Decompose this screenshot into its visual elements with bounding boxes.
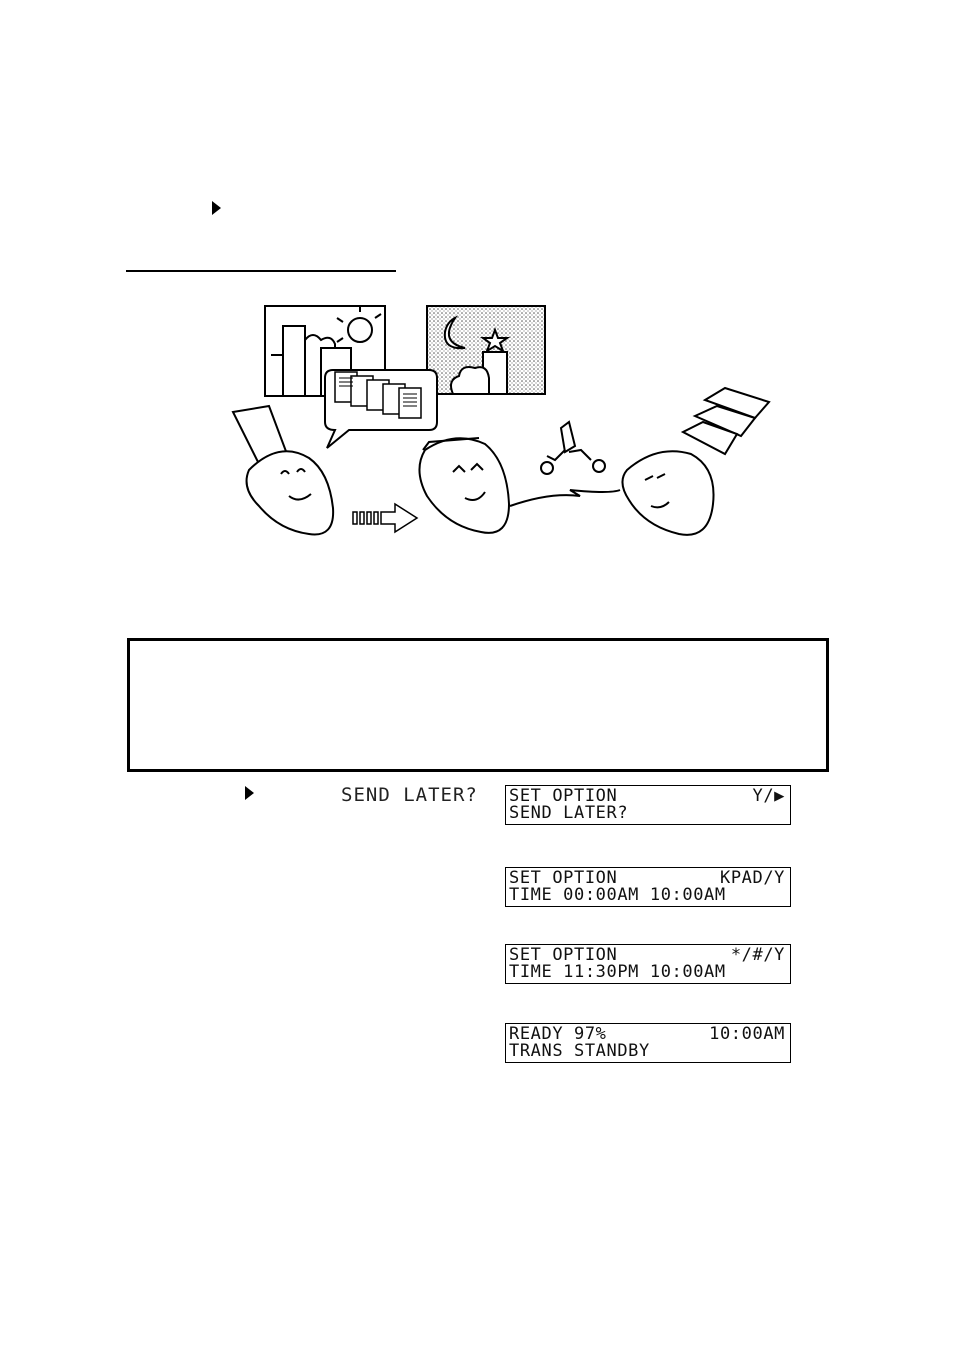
arrow-right-icon	[212, 201, 221, 215]
transfer-arrow-icon	[352, 502, 419, 534]
running-messenger-icon	[540, 420, 606, 475]
nighttime-window	[426, 305, 546, 395]
send-later-illustration	[231, 305, 771, 536]
lcd-display-time-entry: SET OPTION KPAD/Y TIME 00:00AM 10:00AM	[505, 867, 791, 907]
note-box	[127, 638, 829, 772]
send-later-key-label: SEND LATER?	[341, 784, 478, 806]
lcd-line1-right: 10:00AM	[709, 1024, 785, 1044]
lcd-line1-left: READY 97%	[509, 1024, 607, 1044]
documents-speech-bubble	[324, 369, 438, 449]
lcd-line1-right: KPAD/Y	[719, 868, 785, 888]
lcd-line2: SEND LATER?	[509, 803, 629, 823]
lcd-display-send-later: SET OPTION Y/▶ SEND LATER?	[505, 785, 791, 825]
lcd-line1-left: SET OPTION	[509, 868, 618, 888]
lcd-line1-left: SET OPTION	[509, 945, 618, 965]
heading-underline	[126, 270, 396, 272]
lcd-line2: TRANS STANDBY	[509, 1041, 650, 1061]
lcd-line1-left: SET OPTION	[509, 786, 618, 806]
storing-fax-character	[418, 437, 511, 534]
lcd-line1-right: */#/Y	[730, 945, 785, 965]
lcd-display-ready: READY 97% 10:00AM TRANS STANDBY	[505, 1023, 791, 1063]
lcd-display-time-set: SET OPTION */#/Y TIME 11:30PM 10:00AM	[505, 944, 791, 984]
arrow-right-icon	[245, 786, 254, 800]
daytime-window	[264, 305, 386, 397]
receiving-fax-character	[621, 386, 771, 536]
lcd-line2: TIME 11:30PM 10:00AM	[509, 962, 726, 982]
sending-fax-character	[231, 404, 335, 536]
lcd-line1-right: Y/▶	[752, 786, 785, 806]
lcd-line2: TIME 00:00AM 10:00AM	[509, 885, 726, 905]
transmission-wave	[509, 489, 621, 507]
